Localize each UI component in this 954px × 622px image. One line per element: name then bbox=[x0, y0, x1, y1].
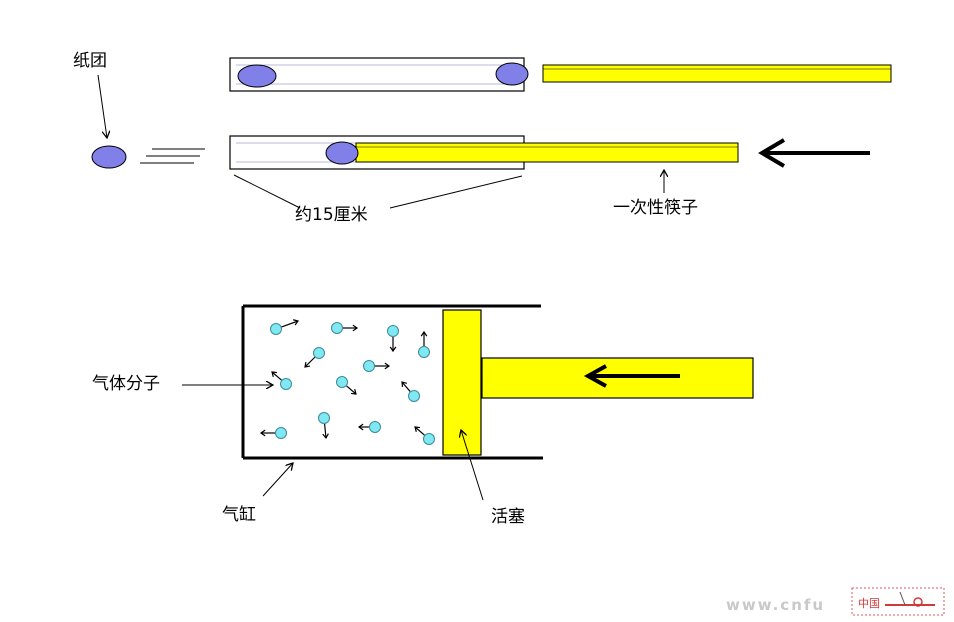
label-piston: 活塞 bbox=[491, 507, 525, 527]
gas-molecule bbox=[304, 347, 325, 368]
gas-molecule bbox=[259, 427, 287, 439]
gas-molecule bbox=[271, 371, 292, 390]
gas-molecule bbox=[357, 421, 381, 433]
push-arrow-top bbox=[758, 138, 870, 168]
label-chopstick: 一次性筷子 bbox=[613, 198, 698, 218]
label-length: 约15厘米 bbox=[295, 205, 368, 225]
length-leader-left bbox=[233, 174, 301, 209]
watermark-logo-text: 中国 bbox=[858, 597, 880, 610]
label-gas-molecule: 气体分子 bbox=[92, 374, 160, 394]
gas-molecules bbox=[259, 319, 435, 445]
gas-molecule bbox=[401, 381, 420, 402]
gas-molecule bbox=[336, 376, 357, 395]
motion-lines bbox=[140, 148, 205, 164]
push-arrow-bottom bbox=[583, 364, 680, 388]
paper-ball-pointer-arrow bbox=[97, 74, 107, 138]
watermark-url: www.cnfu bbox=[726, 596, 825, 614]
cylinder bbox=[241, 304, 543, 460]
straw-after bbox=[229, 135, 739, 170]
straw-tube-top bbox=[229, 57, 525, 92]
gas-molecule bbox=[418, 330, 430, 358]
gas-molecule bbox=[363, 360, 391, 372]
piston-pointer-arrow bbox=[461, 430, 484, 501]
gas-molecule bbox=[318, 412, 330, 440]
paper-ball-flying bbox=[91, 145, 127, 169]
label-paper-ball: 纸团 bbox=[73, 51, 107, 71]
chopstick-top bbox=[542, 64, 892, 83]
label-cylinder: 气缸 bbox=[222, 504, 256, 525]
paper-ball-left bbox=[237, 64, 277, 88]
watermark-logo: 中国 bbox=[851, 587, 945, 616]
paper-ball-right bbox=[495, 62, 529, 86]
gas-molecule bbox=[414, 426, 435, 445]
gas-molecule bbox=[270, 319, 299, 335]
length-leader-right bbox=[389, 175, 523, 209]
paper-ball-pushed bbox=[325, 141, 359, 165]
gas-molecule bbox=[387, 325, 399, 353]
chopstick-inserted bbox=[355, 142, 739, 163]
cylinder-pointer-arrow bbox=[262, 463, 293, 497]
straw-before bbox=[229, 57, 529, 92]
gas-molecule bbox=[331, 322, 359, 334]
